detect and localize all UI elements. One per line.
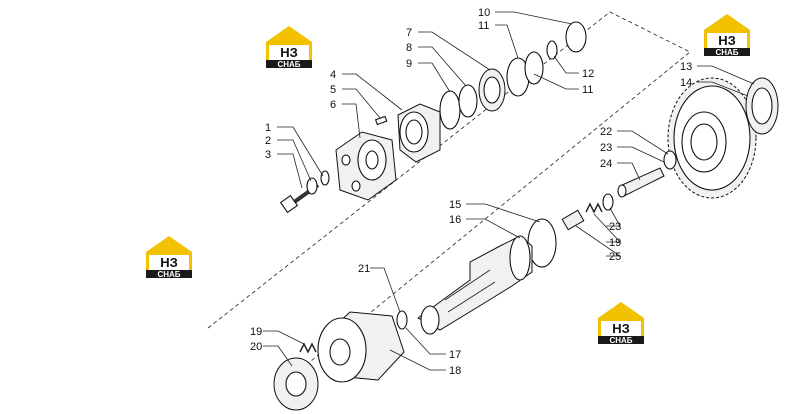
o-ring-part: [663, 150, 677, 170]
callout-11-lower: 11: [582, 84, 593, 96]
callout-23-upper: 23: [600, 142, 612, 154]
bearing-part: [745, 77, 779, 135]
ring-part: [524, 51, 544, 85]
ring-part: [439, 90, 461, 130]
ring-part: [320, 170, 330, 186]
brand-logo-bottom-right: НЗ СНАБ: [594, 300, 648, 344]
washer-part: [306, 177, 318, 195]
ring-part: [565, 21, 587, 53]
seal-flange-part: [397, 103, 441, 163]
callout-10: 10: [478, 7, 490, 19]
svg-text:НЗ: НЗ: [718, 33, 736, 48]
callout-7: 7: [406, 27, 412, 39]
callout-8: 8: [406, 42, 412, 54]
callout-11-upper: 11: [478, 20, 489, 32]
leader-lines: [263, 11, 755, 371]
dashed-group-outline: [207, 11, 691, 371]
callout-12: 12: [582, 68, 594, 80]
callout-25: 25: [609, 251, 621, 263]
callout-16: 16: [449, 214, 461, 226]
callout-3: 3: [265, 149, 271, 161]
plunger-part: [561, 209, 585, 231]
callout-15: 15: [449, 199, 461, 211]
brand-logo-left: НЗ СНАБ: [142, 234, 196, 278]
shaft-part: [417, 235, 533, 335]
o-ring-part: [602, 193, 614, 211]
svg-text:СНАБ: СНАБ: [157, 270, 180, 278]
snap-ring-part: [546, 40, 558, 60]
callout-18: 18: [449, 365, 461, 377]
svg-text:НЗ: НЗ: [612, 321, 630, 336]
splined-plate-part: [273, 357, 319, 411]
callout-17: 17: [449, 349, 461, 361]
pin-part: [617, 167, 665, 198]
callout-4: 4: [330, 69, 336, 81]
gear-part: [667, 77, 757, 199]
callout-19-left: 19: [250, 326, 262, 338]
brand-logo-top-right: НЗ СНАБ: [700, 12, 754, 56]
callout-19-right: 19: [609, 237, 621, 249]
svg-text:НЗ: НЗ: [280, 45, 298, 60]
bearing-part: [478, 68, 506, 112]
callout-5: 5: [330, 84, 336, 96]
callout-13: 13: [680, 61, 692, 73]
spring-part: [585, 202, 603, 214]
svg-text:СНАБ: СНАБ: [277, 60, 300, 68]
brand-logo-top-left: НЗ СНАБ: [262, 24, 316, 68]
yoke-flange-part: [335, 131, 397, 201]
callout-20: 20: [250, 341, 262, 353]
callout-21: 21: [358, 263, 370, 275]
spring-part: [299, 342, 317, 354]
washer-part: [396, 310, 408, 330]
callout-1: 1: [265, 122, 271, 134]
svg-text:НЗ: НЗ: [160, 255, 178, 270]
callout-6: 6: [330, 99, 336, 111]
callout-23-lower: 23: [609, 221, 621, 233]
callout-9: 9: [406, 58, 412, 70]
callout-14: 14: [680, 77, 692, 89]
ring-part: [458, 84, 478, 118]
callout-22: 22: [600, 126, 612, 138]
screw-part: [374, 115, 388, 126]
clutch-hub-part: [317, 311, 405, 383]
callout-2: 2: [265, 135, 271, 147]
svg-text:СНАБ: СНАБ: [609, 336, 632, 344]
callout-24: 24: [600, 158, 612, 170]
svg-text:СНАБ: СНАБ: [715, 48, 738, 56]
